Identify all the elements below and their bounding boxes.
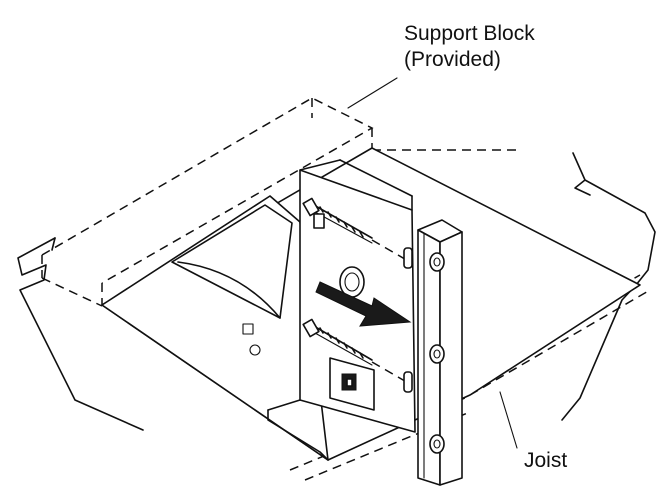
- joist-label: Joist: [524, 449, 567, 472]
- support-block-label-line2: (Provided): [404, 48, 501, 71]
- bracket-screw-bottom: [429, 434, 445, 454]
- support-block-label-line1: Support Block: [404, 22, 535, 45]
- wiring-box: [329, 357, 375, 411]
- left-joist-end: [17, 237, 144, 431]
- center-knockout: [339, 266, 365, 298]
- joist-leader-line: [499, 391, 518, 449]
- direction-arrow-icon: [315, 281, 412, 327]
- mounting-slots: [313, 213, 413, 393]
- housing: [101, 147, 641, 461]
- bracket-screw-top: [429, 252, 445, 272]
- mounting-bracket: [417, 219, 463, 486]
- bracket-screw-middle: [429, 344, 445, 364]
- support-block-outline: [41, 97, 374, 307]
- wall-details: [242, 323, 261, 356]
- right-joist-end: [561, 152, 656, 421]
- support-block-leader-line: [347, 77, 398, 109]
